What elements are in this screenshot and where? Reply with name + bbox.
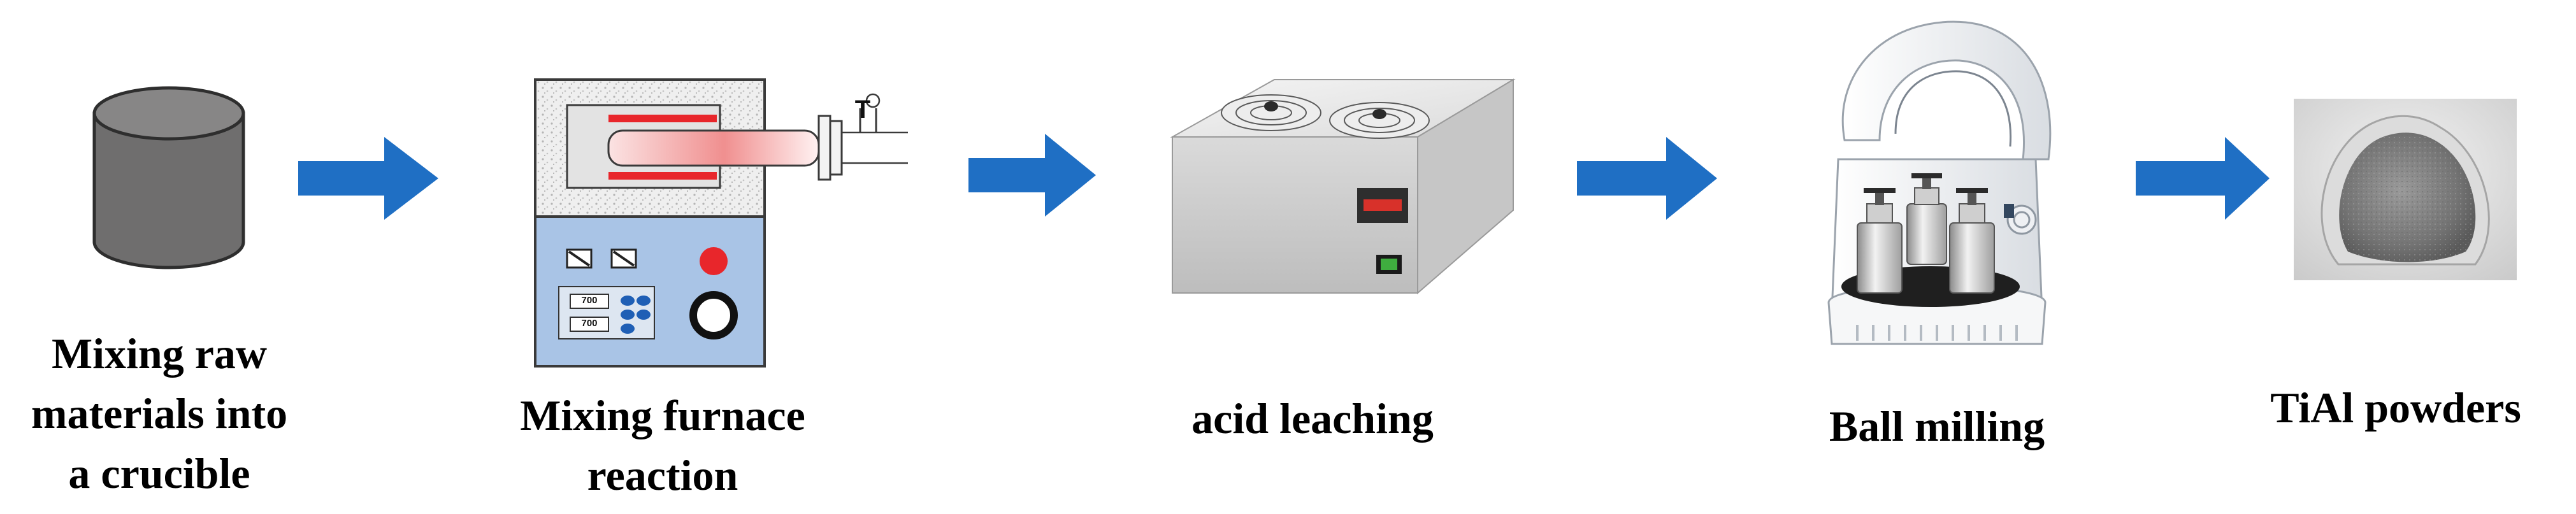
arrow-right-icon: [2136, 137, 2270, 220]
step-label-powders: TiAl powders: [2270, 383, 2521, 432]
step-label-crucible: Mixing raw materials into a crucible: [31, 329, 288, 497]
arrow-right-icon: [1577, 137, 1717, 220]
water-bath-icon: [1170, 78, 1516, 295]
step-label-leaching: acid leaching: [1191, 394, 1434, 443]
arrow-right-icon: [298, 137, 438, 220]
tial-powder-photo: [2294, 99, 2517, 280]
crucible-icon: [92, 86, 245, 269]
arrow-right-icon: [968, 134, 1096, 217]
furnace-readout-top: 700: [581, 295, 598, 306]
furnace-readout-bottom: 700: [581, 318, 598, 329]
planetary-ball-mill-icon: [1827, 20, 2052, 345]
step-label-furnace: Mixing furnace reaction: [520, 391, 805, 499]
step-label-milling: Ball milling: [1829, 402, 2045, 450]
tube-furnace-icon: [534, 78, 908, 368]
gauge-letter: T: [854, 96, 871, 124]
